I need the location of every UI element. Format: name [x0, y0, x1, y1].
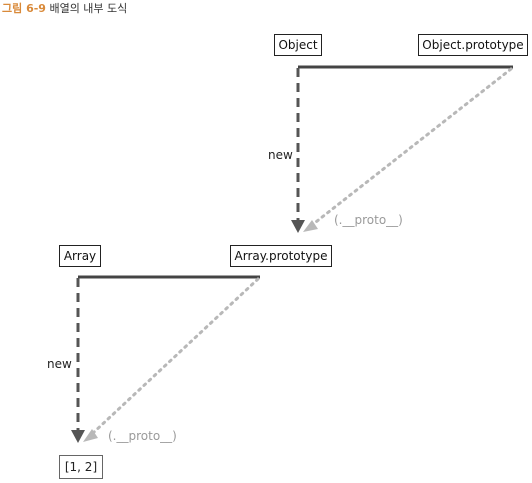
object-proto-arrow	[310, 67, 513, 227]
object-new-label: new	[268, 148, 293, 162]
array-new-arrowhead	[71, 430, 85, 443]
object-node: Object	[274, 34, 322, 56]
array-new-label: new	[47, 357, 72, 371]
figure-caption: 그림 6-9 배열의 내부 도식	[2, 2, 127, 16]
figure-number: 그림 6-9	[2, 2, 46, 15]
object-new-arrowhead	[291, 220, 305, 233]
object-prototype-node: Object.prototype	[418, 34, 528, 56]
object-proto-label: (.__proto__)	[334, 213, 403, 227]
array-proto-arrowhead	[83, 429, 98, 442]
figure-title: 배열의 내부 도식	[49, 2, 128, 15]
array-proto-label: (.__proto__)	[108, 429, 177, 443]
array-prototype-node: Array.prototype	[230, 245, 332, 267]
array-proto-arrow	[91, 277, 260, 435]
object-proto-arrowhead	[303, 220, 318, 232]
array-instance-node: [1, 2]	[59, 455, 103, 479]
array-node: Array	[59, 245, 101, 267]
